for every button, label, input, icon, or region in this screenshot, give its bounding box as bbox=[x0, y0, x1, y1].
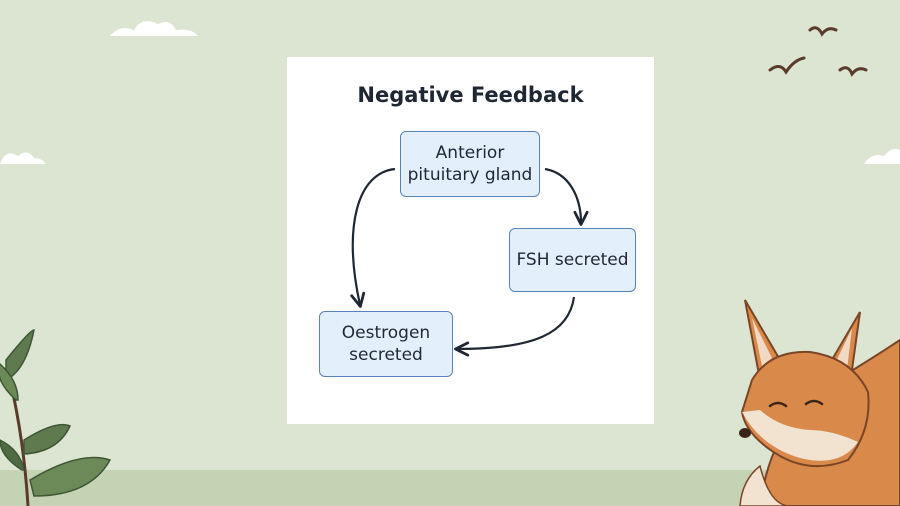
arrow-fsh-to-oestrogen bbox=[454, 296, 576, 357]
bird-icon bbox=[768, 56, 806, 75]
diagram-title: Negative Feedback bbox=[357, 83, 584, 107]
cloud-icon bbox=[864, 148, 900, 164]
leaf-icon bbox=[0, 329, 112, 506]
diagram-card: Negative Feedback Anterior pituitary gla… bbox=[287, 57, 654, 424]
node-oestrogen-secreted: Oestrogen secreted bbox=[319, 311, 453, 377]
arrow-anterior-to-fsh bbox=[544, 167, 589, 226]
bird-icon bbox=[838, 66, 868, 78]
node-label: Anterior pituitary gland bbox=[407, 143, 533, 185]
node-label: FSH secreted bbox=[516, 250, 629, 270]
node-label: Oestrogen secreted bbox=[341, 323, 431, 365]
arrow-oestrogen-to-anterior bbox=[350, 167, 396, 308]
node-fsh-secreted: FSH secreted bbox=[509, 228, 636, 292]
cloud-icon bbox=[110, 21, 198, 36]
cloud-icon bbox=[0, 152, 46, 164]
node-anterior-pituitary: Anterior pituitary gland bbox=[400, 131, 540, 197]
bird-icon bbox=[808, 26, 838, 37]
fox-icon bbox=[739, 299, 900, 506]
